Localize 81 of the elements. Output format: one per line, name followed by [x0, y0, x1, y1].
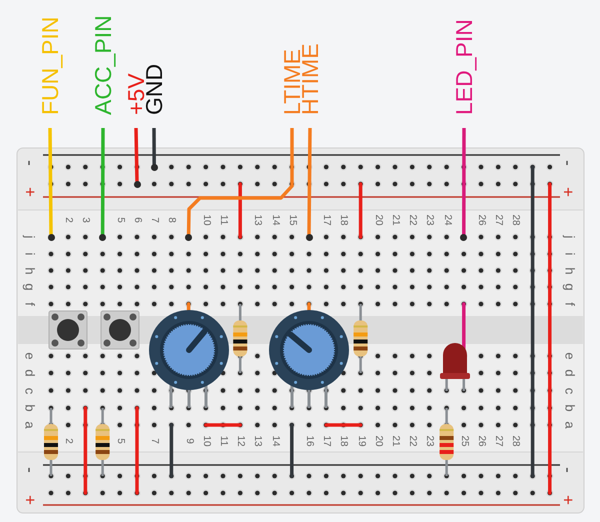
rail-polarity-sign: + — [22, 495, 38, 505]
row-letter: g — [564, 283, 576, 291]
column-number: 27 — [493, 435, 504, 447]
column-number: 28 — [510, 435, 520, 447]
wire — [134, 128, 139, 182]
pin-label: GND — [145, 64, 163, 128]
row-letter: i — [564, 252, 576, 256]
row-letter: b — [564, 404, 576, 412]
rail-polarity-sign: - — [22, 467, 38, 473]
column-number: 26 — [476, 214, 486, 226]
column-number: 10 — [200, 435, 211, 447]
row-letter: j — [24, 236, 36, 238]
pin-label: +5V — [127, 73, 145, 128]
wire — [152, 128, 156, 165]
row-letter: c — [24, 387, 36, 394]
row-letter: d — [24, 369, 36, 377]
row-letter: g — [24, 283, 36, 291]
row-letter: e — [24, 352, 36, 360]
row-letter: i — [24, 252, 36, 256]
row-letter: a — [24, 421, 36, 429]
pin-label: LTIME — [283, 48, 301, 128]
row-letter: h — [564, 266, 576, 274]
column-number: 23 — [424, 214, 434, 226]
column-number: 9 — [184, 438, 194, 444]
column-number: 22 — [407, 214, 418, 226]
row-letter: h — [24, 266, 36, 274]
column-number: 5 — [114, 217, 125, 223]
wire — [462, 128, 466, 234]
column-number: 7 — [149, 217, 160, 223]
column-number: 22 — [407, 435, 418, 447]
row-letter: f — [24, 302, 36, 306]
column-number: 20 — [372, 214, 383, 226]
column-number: 2 — [63, 438, 74, 444]
row-letter: a — [564, 421, 576, 429]
column-number: 7 — [149, 438, 160, 444]
wire — [307, 128, 312, 235]
column-number: 16 — [304, 435, 314, 447]
column-number: 28 — [510, 214, 520, 226]
wire — [186, 128, 294, 235]
column-number: 21 — [390, 214, 400, 226]
column-number: 23 — [424, 435, 434, 447]
column-number: 12 — [235, 435, 246, 447]
row-letter: d — [564, 369, 576, 377]
column-number: 5 — [114, 438, 125, 444]
row-letter: f — [564, 302, 576, 306]
column-number: 13 — [252, 214, 262, 226]
rail-polarity-sign: + — [560, 187, 576, 197]
column-number: 26 — [476, 435, 486, 447]
row-letter: c — [564, 387, 576, 394]
row-letter: b — [24, 404, 36, 412]
column-number: 3 — [80, 217, 90, 223]
column-number: 24 — [442, 214, 452, 226]
column-number: 25 — [458, 435, 469, 447]
column-number: 10 — [200, 214, 211, 226]
row-letter: e — [564, 352, 576, 360]
column-number: 11 — [218, 214, 228, 226]
column-number: 2 — [63, 217, 74, 223]
column-number: 19 — [356, 435, 366, 447]
wire — [100, 128, 105, 234]
wire — [48, 128, 53, 235]
column-number: 18 — [338, 214, 348, 226]
column-number: 14 — [270, 435, 280, 447]
column-number: 27 — [493, 214, 504, 226]
rail-polarity-sign: + — [560, 495, 576, 505]
rail-polarity-sign: - — [560, 467, 576, 473]
column-number: 11 — [218, 436, 228, 446]
rail-polarity-sign: - — [560, 160, 576, 166]
rail-polarity-sign: - — [22, 160, 38, 166]
column-number: 15 — [286, 214, 297, 226]
row-letter: j — [564, 236, 576, 238]
pin-label: HTIME — [301, 43, 319, 128]
column-number: 6 — [132, 217, 142, 223]
column-number: 17 — [321, 435, 332, 447]
column-number: 8 — [166, 217, 176, 223]
column-number: 17 — [321, 214, 332, 226]
rail-polarity-sign: + — [22, 187, 38, 197]
column-number: 14 — [270, 214, 280, 226]
column-number: 18 — [338, 435, 348, 447]
column-number: 13 — [252, 435, 262, 447]
column-number: 21 — [390, 435, 400, 447]
column-number: 20 — [372, 435, 383, 447]
